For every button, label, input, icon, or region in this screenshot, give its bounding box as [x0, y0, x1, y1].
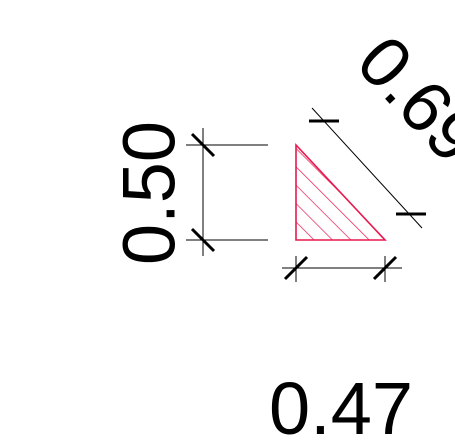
tick-right [372, 255, 398, 281]
vertical-dimension-label: 0.50 [108, 121, 191, 265]
horizontal-dimension-label: 0.47 [269, 367, 413, 446]
dimension-line-diagonal [311, 107, 423, 229]
tick-left [283, 255, 309, 281]
hypotenuse-dimension-label: 0.69 [342, 21, 455, 178]
tick-top [190, 132, 216, 158]
hypotenuse-dimension [309, 107, 426, 229]
hatched-triangle [295, 142, 387, 241]
triangle-outline [295, 142, 387, 241]
tick-bottom [190, 227, 216, 253]
vertical-dimension [186, 128, 268, 256]
horizontal-dimension [282, 255, 402, 282]
